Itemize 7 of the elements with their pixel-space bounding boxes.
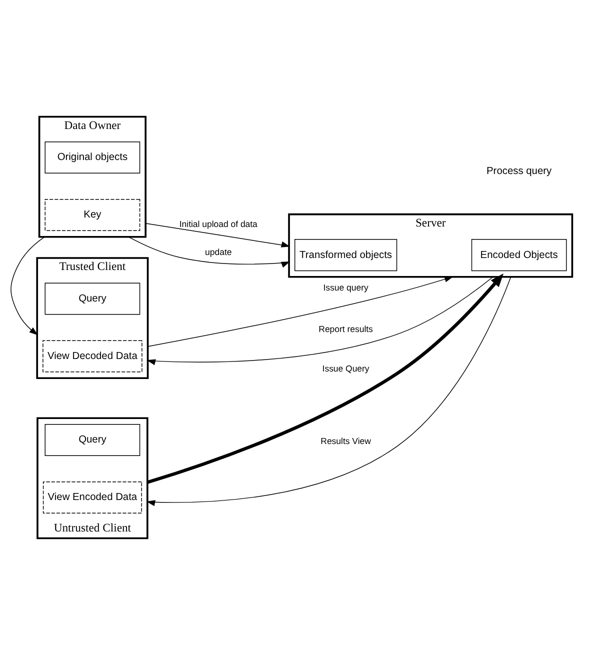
edge-label: Report results (318, 323, 373, 334)
label: Process query (486, 166, 552, 177)
edge-label: Issue query (323, 282, 368, 292)
edge-label: Issue Query (322, 362, 370, 373)
edge-label: Results View (320, 436, 371, 446)
edge-label: update (205, 246, 232, 256)
edge-label: Initial upload of data (179, 218, 258, 229)
